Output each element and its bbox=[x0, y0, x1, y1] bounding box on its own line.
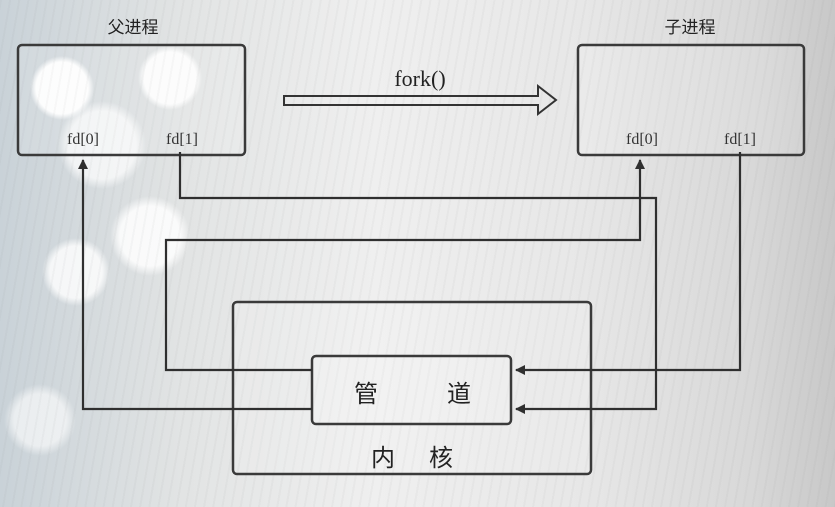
kernel-box bbox=[231, 300, 593, 476]
pipe-char-2: 道 bbox=[447, 380, 471, 408]
parent-fd1-label: fd[1] bbox=[166, 131, 198, 148]
child-fd0-label: fd[0] bbox=[626, 131, 658, 148]
parent-fd0-label: fd[0] bbox=[67, 131, 99, 148]
parent-process-title: 父进程 bbox=[108, 18, 159, 38]
fork-label: fork() bbox=[394, 66, 445, 91]
pipe-char-1: 管 bbox=[354, 380, 378, 408]
child-fd1-label: fd[1] bbox=[724, 131, 756, 148]
child-process-title: 子进程 bbox=[665, 18, 716, 38]
parent-fd1-to-pipe-arrow bbox=[178, 152, 658, 414]
kernel-char-1: 内 bbox=[371, 444, 395, 472]
pipe-box bbox=[310, 354, 513, 426]
pipe-to-child-fd0-arrow bbox=[164, 159, 645, 372]
parent-process-box bbox=[16, 43, 247, 157]
fork-arrow bbox=[283, 83, 558, 117]
child-fd1-to-pipe-arrow bbox=[515, 152, 742, 375]
kernel-char-2: 核 bbox=[429, 444, 453, 472]
pipe-to-parent-fd0-arrow bbox=[78, 159, 312, 411]
child-process-box bbox=[576, 43, 806, 157]
